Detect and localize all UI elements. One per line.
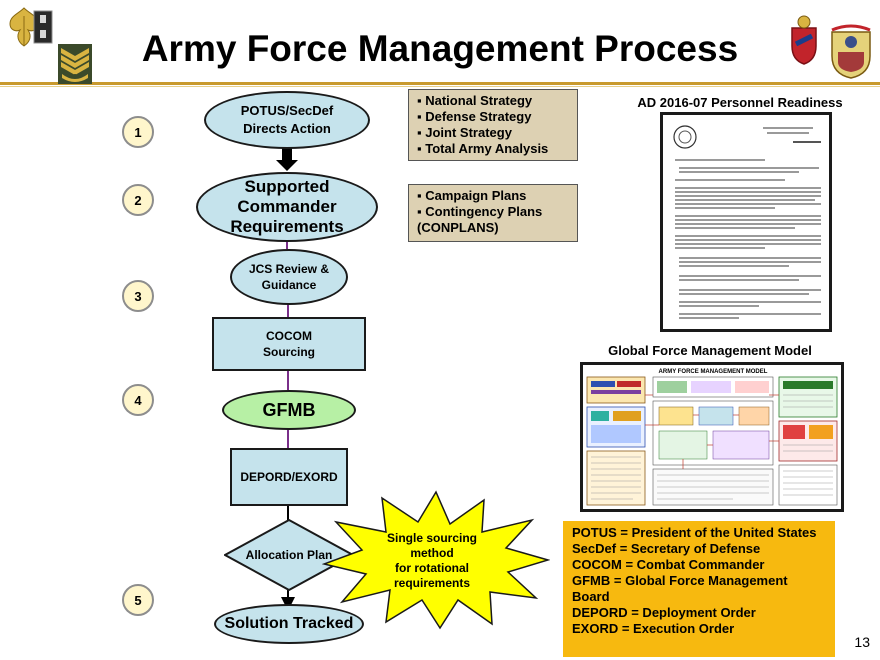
starburst-line-2: method [410, 546, 454, 560]
gfmm-model-graphic [586, 376, 838, 506]
definition-item: EXORD = Execution Order [572, 621, 735, 636]
strategy-item: National Strategy [417, 93, 569, 109]
army-seal-icon [673, 125, 697, 149]
definition-item: POTUS = President of the United States [572, 525, 817, 540]
strategy-item: Total Army Analysis [417, 141, 569, 157]
allocation-plan-diamond [224, 519, 354, 591]
title-rule [0, 82, 880, 85]
ad-document-thumbnail [660, 112, 832, 332]
gfmb-label: GFMB [262, 399, 316, 420]
potus-label: POTUS/SecDef Directs Action [240, 103, 334, 136]
cocom-sourcing-node: COCOM Sourcing [212, 317, 366, 371]
jcs-label: JCS Review & Guidance [248, 262, 330, 292]
sergeant-major-chevron-icon [58, 44, 92, 84]
step-number-5: 5 [122, 584, 154, 616]
gfmm-diagram-thumbnail: ARMY FORCE MANAGEMENT MODEL [580, 362, 844, 512]
allocation-label: Allocation Plan [245, 548, 333, 562]
ad-caption: AD 2016-07 Personnel Readiness [637, 95, 843, 110]
depord-exord-node: DEPORD/EXORD [230, 448, 348, 506]
page-number: 13 [854, 634, 870, 650]
starburst-line-3: for rotational [395, 561, 469, 575]
gfmb-node: GFMB [222, 390, 356, 430]
step-number-1: 1 [122, 116, 154, 148]
academy-crest-icon [831, 24, 871, 79]
gfmm-caption: Global Force Management Model [608, 343, 812, 358]
big-down-arrow [276, 148, 298, 171]
definition-item: GFMB = Global Force Management [572, 573, 788, 588]
plans-suffix: (CONPLANS) [417, 220, 499, 235]
potus-directs-action-node: POTUS/SecDef Directs Action [204, 91, 370, 149]
plans-item: Contingency Plans [417, 204, 569, 220]
page-title: Army Force Management Process [141, 28, 739, 69]
solution-tracked-node: Solution Tracked [214, 604, 364, 644]
plans-box: Campaign Plans Contingency Plans (CONPLA… [408, 184, 578, 242]
starburst-line-4: requirements [393, 576, 471, 590]
step-number-2: 2 [122, 184, 154, 216]
warrant-officer-insignia-icon [33, 10, 53, 44]
starburst-line-1: Single sourcing [386, 531, 477, 545]
starburst-text: Single sourcing method for rotational re… [368, 531, 496, 591]
gfmm-chart-title: ARMY FORCE MANAGEMENT MODEL [658, 369, 768, 375]
definition-item: Board [572, 589, 610, 604]
plans-item: Campaign Plans [417, 188, 569, 204]
starburst-callout [322, 490, 550, 630]
strategy-box: National Strategy Defense Strategy Joint… [408, 89, 578, 161]
acronym-definitions-box: POTUS = President of the United States S… [563, 521, 835, 657]
supported-commander-requirements-node: Supported Commander Requirements [196, 172, 378, 242]
strategy-item: Defense Strategy [417, 109, 569, 125]
jcs-review-node: JCS Review & Guidance [230, 249, 348, 305]
cocom-label: COCOM Sourcing [262, 329, 315, 359]
step-number-4: 4 [122, 384, 154, 416]
definition-item: DEPORD = Deployment Order [572, 605, 756, 620]
strategy-item: Joint Strategy [417, 125, 569, 141]
definition-item: COCOM = Combat Commander [572, 557, 765, 572]
supported-label: Supported Commander Requirements [230, 177, 344, 236]
regimental-crest-icon [791, 15, 817, 65]
step-number-3: 3 [122, 280, 154, 312]
solution-label: Solution Tracked [224, 615, 354, 632]
title-rule-thin [0, 86, 880, 87]
definition-item: SecDef = Secretary of Defense [572, 541, 761, 556]
depord-label: DEPORD/EXORD [240, 470, 338, 484]
